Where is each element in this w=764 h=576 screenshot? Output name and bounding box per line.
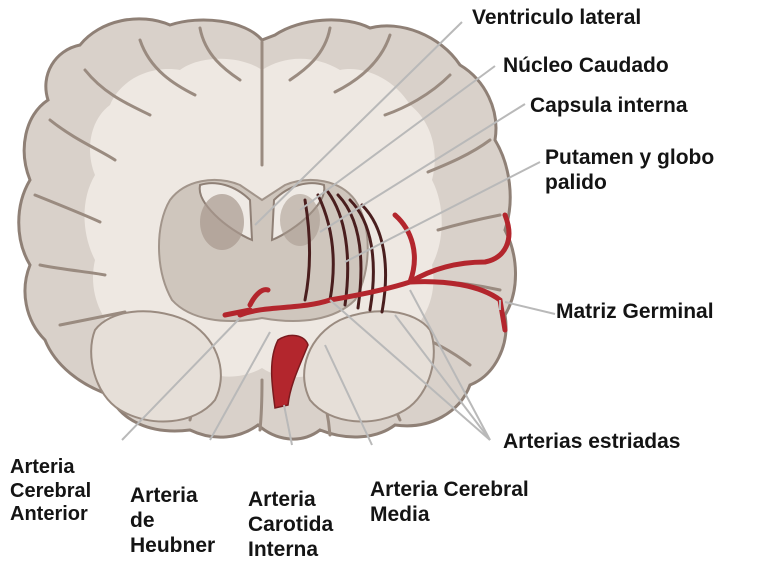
label-carotida-line2: Carotida: [248, 513, 333, 538]
label-arteria-cerebral-anterior: Arteria Cerebral Anterior: [10, 456, 91, 527]
label-capsula-interna: Capsula interna: [530, 94, 688, 119]
label-putamen-line1: Putamen y globo: [545, 146, 714, 171]
label-carotida-line1: Arteria: [248, 488, 333, 513]
label-mca-line2: Media: [370, 503, 529, 528]
label-heubner-line1: Arteria: [130, 484, 215, 509]
label-ventriculo-lateral: Ventriculo lateral: [472, 6, 641, 31]
label-mca-line1: Arteria Cerebral: [370, 478, 529, 503]
label-matriz-germinal: Matriz Germinal: [556, 300, 714, 325]
label-arteria-carotida-interna: Arteria Carotida Interna: [248, 488, 333, 562]
label-heubner-line2: de: [130, 509, 215, 534]
label-aca-line1: Arteria: [10, 456, 91, 480]
label-aca-line2: Cerebral: [10, 480, 91, 504]
label-aca-line3: Anterior: [10, 503, 91, 527]
label-putamen-globo-palido: Putamen y globo palido: [545, 146, 714, 196]
label-arteria-cerebral-media: Arteria Cerebral Media: [370, 478, 529, 528]
label-carotida-line3: Interna: [248, 538, 333, 563]
label-arteria-de-heubner: Arteria de Heubner: [130, 484, 215, 558]
label-heubner-line3: Heubner: [130, 534, 215, 559]
caudate-right: [280, 194, 320, 246]
caudate-left: [200, 194, 244, 250]
label-putamen-line2: palido: [545, 171, 714, 196]
label-arterias-estriadas: Arterias estriadas: [503, 430, 680, 455]
label-nucleo-caudado: Núcleo Caudado: [503, 54, 669, 79]
